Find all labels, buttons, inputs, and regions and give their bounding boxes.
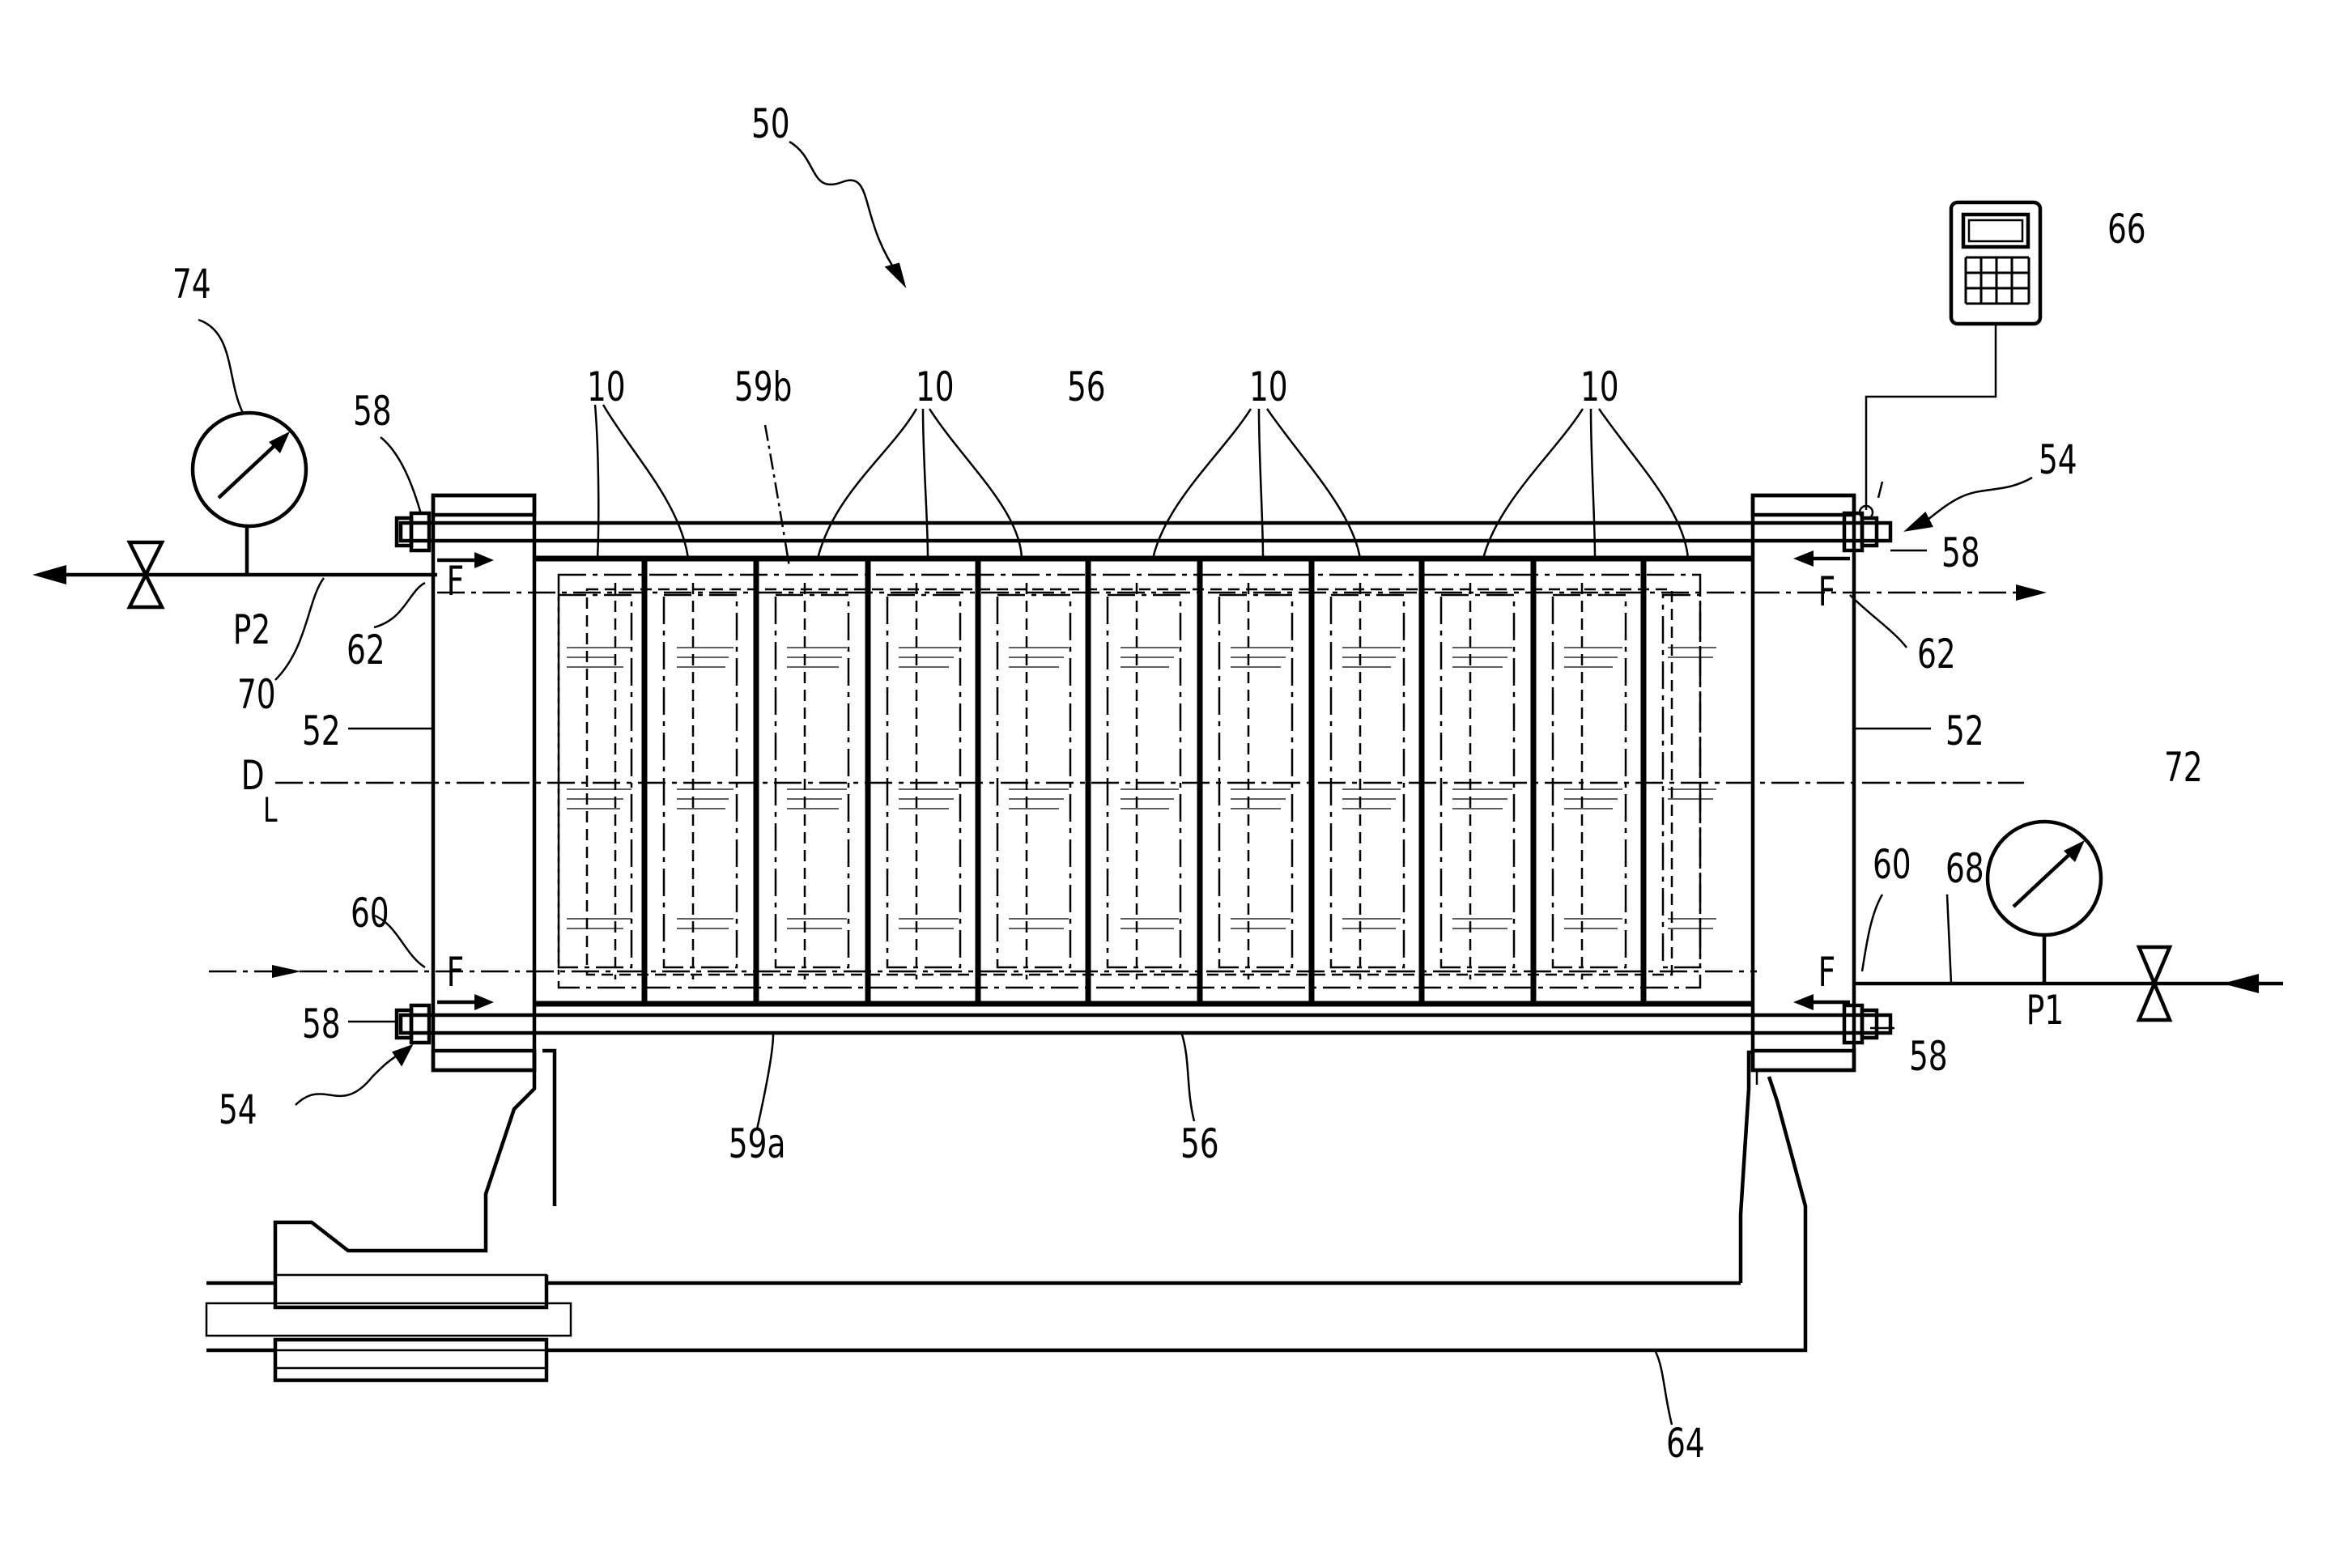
- label-controller: 66: [2107, 206, 2146, 253]
- label-axis-main: D: [241, 753, 265, 800]
- label-seal-outer: 59b: [734, 364, 793, 411]
- label-inlet-right: 60: [1873, 842, 1911, 889]
- gauge-left: [193, 413, 306, 526]
- label-nut-bottom-right: 58: [1909, 1034, 1948, 1081]
- label-inlet-left: 60: [351, 890, 389, 937]
- valve-right-bottom: [2139, 984, 2170, 1020]
- label-pressure-left: P2: [233, 607, 270, 654]
- valve-right-top: [2139, 947, 2170, 984]
- valve-left-bottom: [130, 575, 162, 607]
- inlet-arrow-left: [272, 965, 301, 978]
- label-cell-group-2: 10: [916, 364, 955, 411]
- tie-rod-bottom: [397, 1005, 1890, 1043]
- label-caliper: 64: [1666, 1421, 1705, 1468]
- inlet-pipe-right: [1854, 935, 2283, 1020]
- label-gauge-right: 72: [2164, 745, 2203, 792]
- label-assembly: 50: [751, 101, 790, 148]
- cell-stack: [534, 559, 1753, 1004]
- label-cell-group-1: 10: [587, 364, 626, 411]
- label-force-bl: F: [447, 950, 465, 996]
- label-pressure-right: P1: [2026, 988, 2064, 1035]
- outlet-pipe-left: [32, 526, 437, 607]
- label-nut-top-left: 58: [353, 389, 392, 436]
- force-arrows: [437, 550, 1850, 1010]
- gauge-right: [1988, 822, 2101, 935]
- label-clamp-bottom-left: 54: [219, 1087, 257, 1134]
- outlet-arrow-right: [2016, 584, 2047, 601]
- label-force-tr: F: [1818, 569, 1836, 616]
- label-axis-sub: L: [263, 791, 278, 831]
- label-tie-rod-top: 56: [1067, 364, 1106, 411]
- label-nut-bottom-left: 58: [302, 1001, 341, 1048]
- label-pipe-right: 68: [1945, 846, 1984, 893]
- label-force-br: F: [1818, 950, 1836, 996]
- label-clamp-top-right: 54: [2039, 437, 2077, 484]
- tie-rod-top: [397, 513, 1890, 550]
- label-seal-inner: 59a: [729, 1121, 786, 1168]
- label-plate-left: 52: [302, 708, 341, 755]
- label-force-tl: F: [447, 559, 465, 606]
- caliper-64: [206, 1051, 1805, 1380]
- label-cell-group-3: 10: [1249, 364, 1288, 411]
- label-outlet-right: 62: [1917, 631, 1956, 678]
- label-plate-right: 52: [1945, 708, 1984, 755]
- label-gauge-left: 74: [172, 261, 211, 308]
- label-cell-group-4: 10: [1580, 364, 1619, 411]
- controller-66: [1860, 202, 2040, 519]
- label-tie-rod-bottom: 56: [1180, 1121, 1219, 1168]
- label-nut-top-right: 58: [1941, 530, 1980, 577]
- valve-left-top: [130, 542, 162, 575]
- label-outlet-left: 62: [347, 627, 385, 674]
- label-pipe-left: 70: [237, 672, 276, 719]
